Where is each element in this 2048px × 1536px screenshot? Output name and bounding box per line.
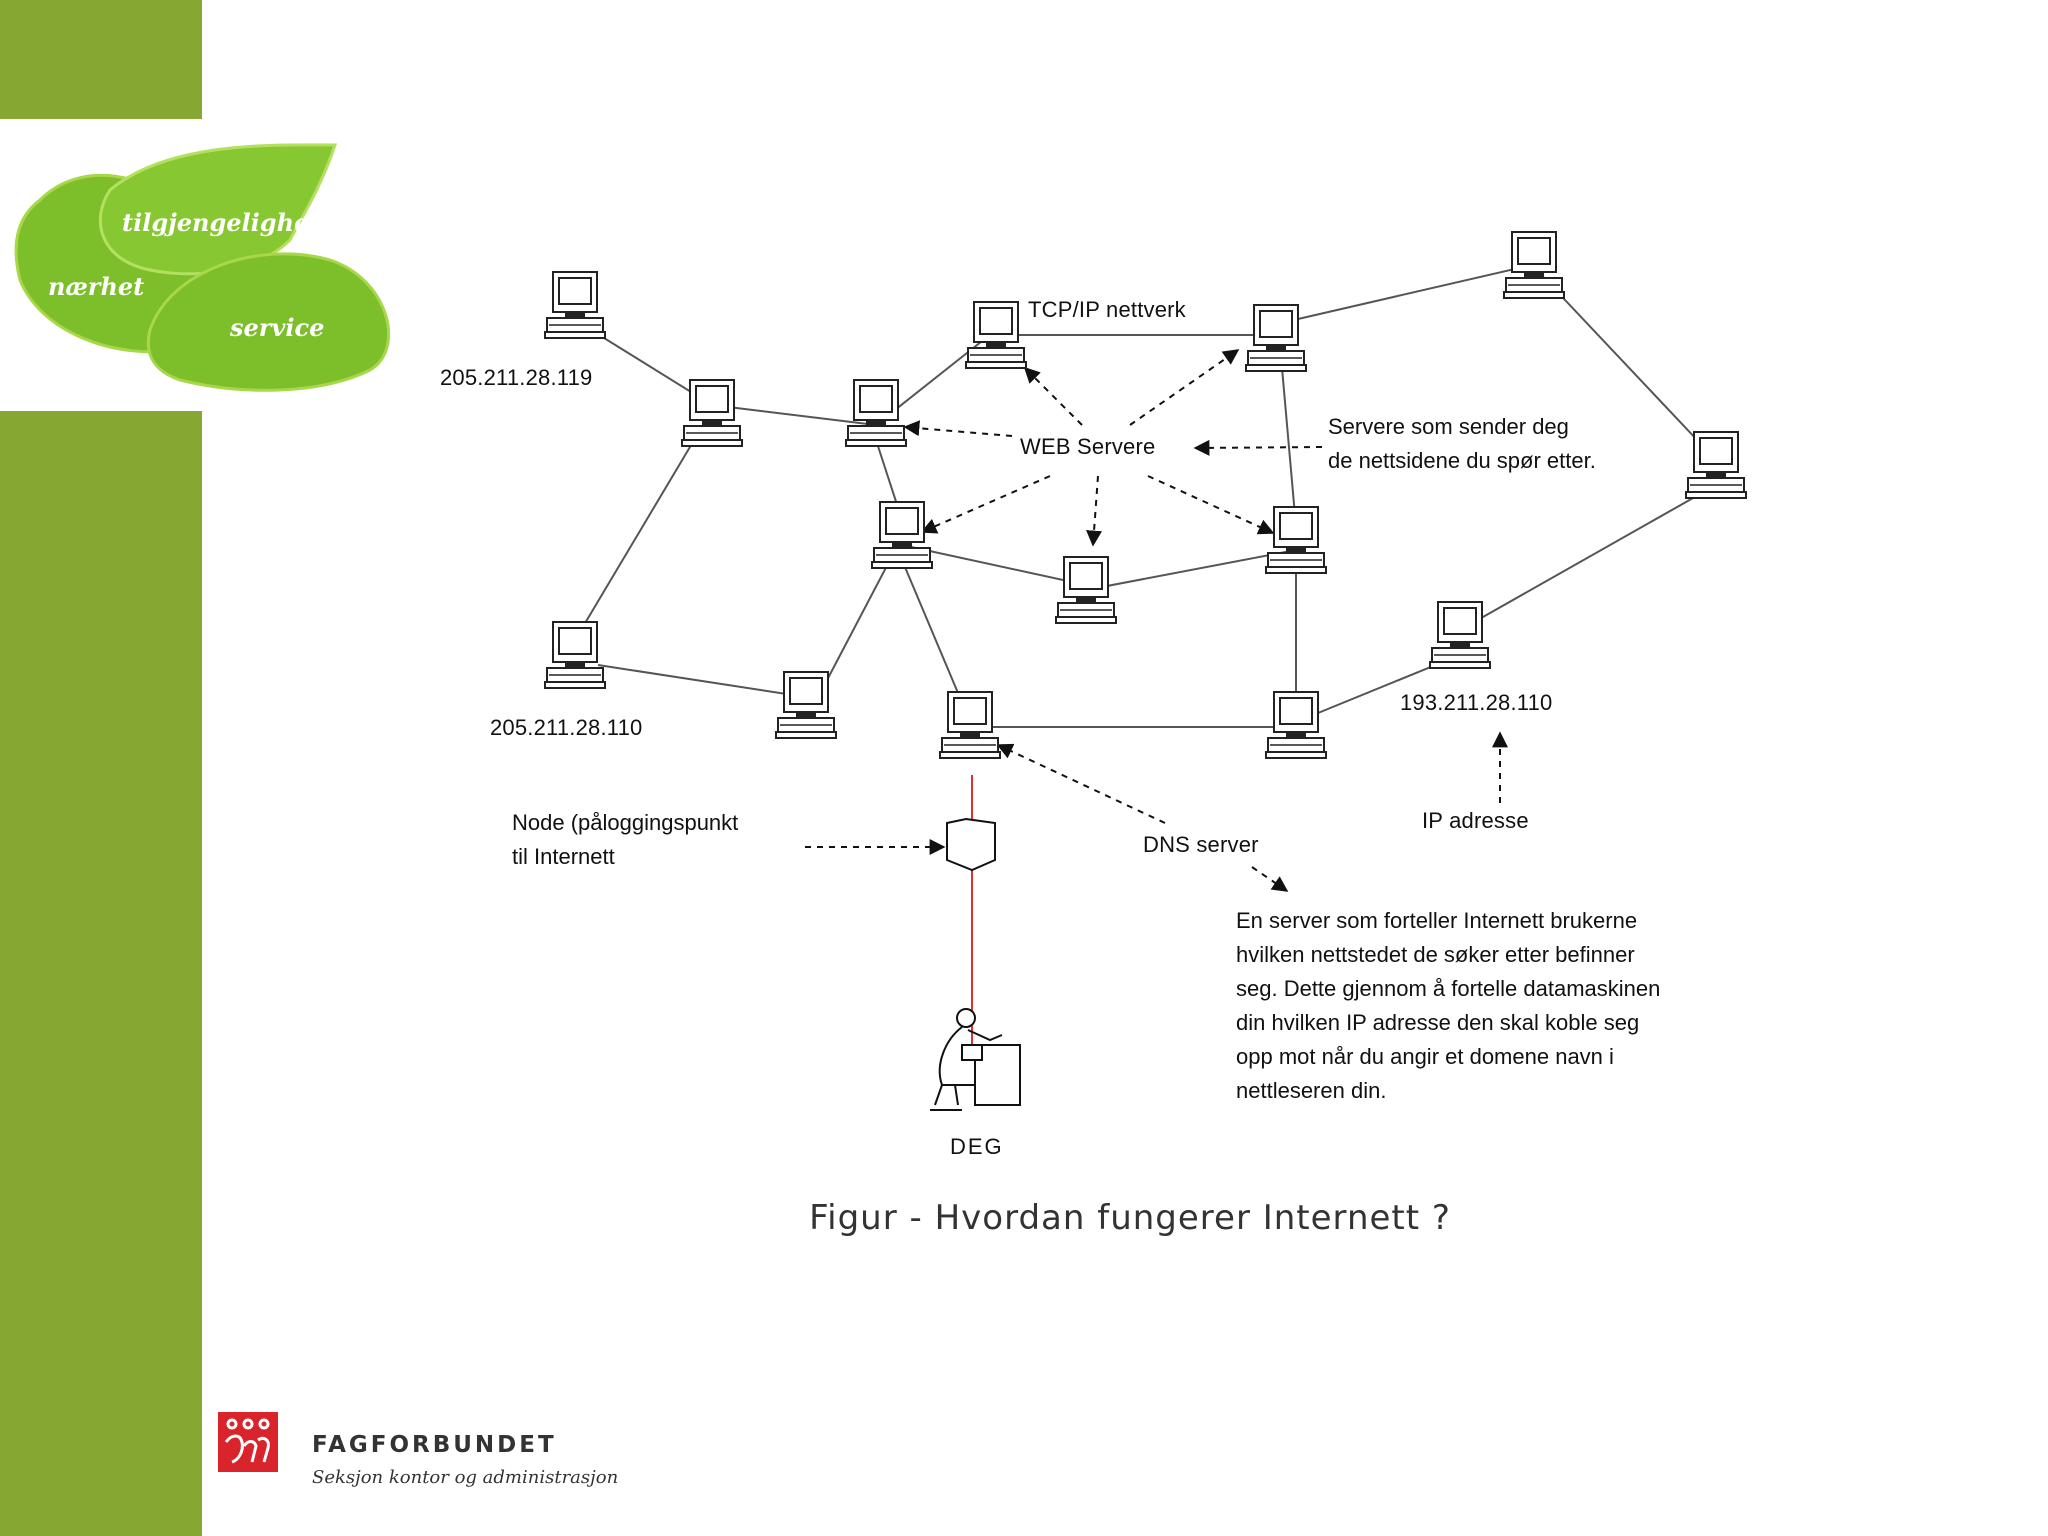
logo-figures-icon: [218, 1412, 278, 1472]
dns-description-line: En server som forteller Internett bruker…: [1236, 904, 1660, 938]
computer-web-server-2: [966, 302, 1026, 368]
computer-web-server-4: [1056, 557, 1116, 623]
internet-diagram: 205.211.28.119 205.211.28.110 193.211.28…: [400, 200, 1800, 1200]
computer-router: [1686, 432, 1746, 498]
web-servers-label: WEB Servere: [1020, 434, 1155, 460]
leaf-logo: tilgjengelighet nærhet service: [0, 130, 410, 400]
servers-description-line: de nettsidene du spør etter.: [1328, 444, 1596, 478]
org-name: FAGFORBUNDET: [312, 1432, 557, 1458]
dns-description-line: nettleseren din.: [1236, 1074, 1660, 1108]
node-shape: [947, 819, 995, 870]
org-subtitle: Seksjon kontor og administrasjon: [312, 1467, 618, 1488]
node-description-line: Node (påloggingspunkt: [512, 806, 738, 840]
node-description-line: til Internett: [512, 840, 738, 874]
computer-205-211-28-110: [545, 622, 605, 688]
computer-web-server-5: [1266, 507, 1326, 573]
dns-description-line: din hvilken IP adresse den skal koble se…: [1236, 1006, 1660, 1040]
computer-router: [1266, 692, 1326, 758]
dns-description-line: seg. Dette gjennom å fortelle datamaskin…: [1236, 972, 1660, 1006]
computer-router: [872, 502, 932, 568]
computer-router: [776, 672, 836, 738]
computer-router: [1504, 232, 1564, 298]
green-sidebar: [0, 411, 202, 1536]
ip-label-right: 193.211.28.110: [1400, 690, 1552, 716]
servers-description-line: Servere som sender deg: [1328, 410, 1596, 444]
dns-description-line: hvilken nettstedet de søker etter befinn…: [1236, 938, 1660, 972]
computer-dns-server: [940, 692, 1000, 758]
ip-label-top-left: 205.211.28.119: [440, 365, 592, 391]
computer-router: [682, 380, 742, 446]
leaf-word-accessibility: tilgjengelighet: [122, 208, 320, 237]
leaf-shapes: [0, 130, 410, 400]
green-sidebar-top: [0, 0, 202, 119]
figure-caption: Figur - Hvordan fungerer Internett ?: [700, 1198, 1560, 1238]
computer-193-211-28-110: [1430, 602, 1490, 668]
ip-address-label: IP adresse: [1422, 808, 1529, 834]
ip-label-bottom-left: 205.211.28.110: [490, 715, 642, 741]
dns-description-line: opp mot når du angir et domene navn i: [1236, 1040, 1660, 1074]
network-connections: [575, 265, 1716, 727]
computer-web-server-1: [846, 380, 906, 446]
tcpip-label: TCP/IP nettverk: [1028, 297, 1186, 323]
servers-description: Servere som sender deg de nettsidene du …: [1328, 410, 1596, 478]
user-figure: [930, 1009, 1020, 1110]
fagforbundet-logo: [218, 1412, 278, 1472]
node-description: Node (påloggingspunkt til Internett: [512, 806, 738, 874]
leaf-word-proximity: nærhet: [48, 272, 144, 301]
computer-205-211-28-119: [545, 272, 605, 338]
you-label: DEG: [950, 1134, 1004, 1160]
computer-web-server-3: [1246, 305, 1306, 371]
leaf-word-service: service: [230, 313, 324, 342]
dns-server-label: DNS server: [1143, 832, 1259, 858]
dns-description: En server som forteller Internett bruker…: [1236, 904, 1660, 1108]
